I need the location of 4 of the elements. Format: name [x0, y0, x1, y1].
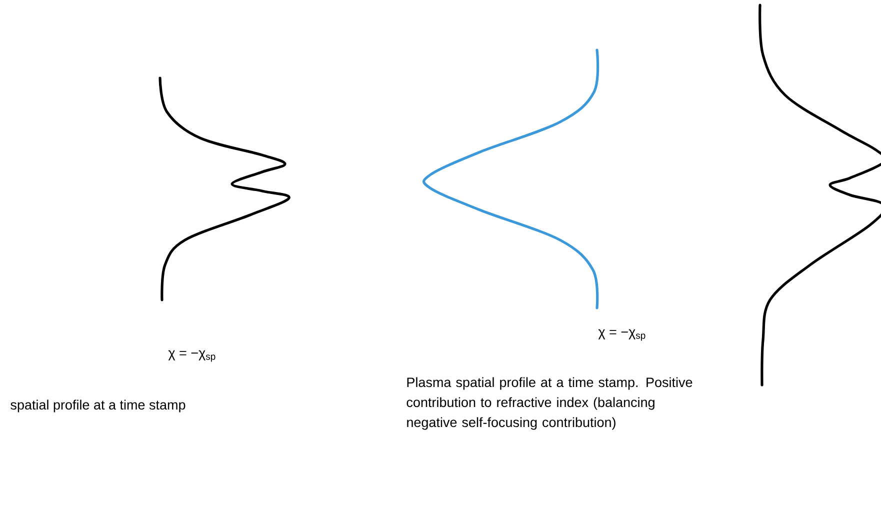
formula: χ = −χ$_{sp}$ — [168, 350, 216, 362]
formula: χ = −χ$_{sp}$ — [598, 329, 646, 341]
caption-text: spatial profile at a time stamp — [10, 400, 186, 412]
caption-text: Plasma spatial profile at a time stamp. Positive contribution to refractive index (balancing negative self-focusing contribution) — [406, 377, 692, 430]
